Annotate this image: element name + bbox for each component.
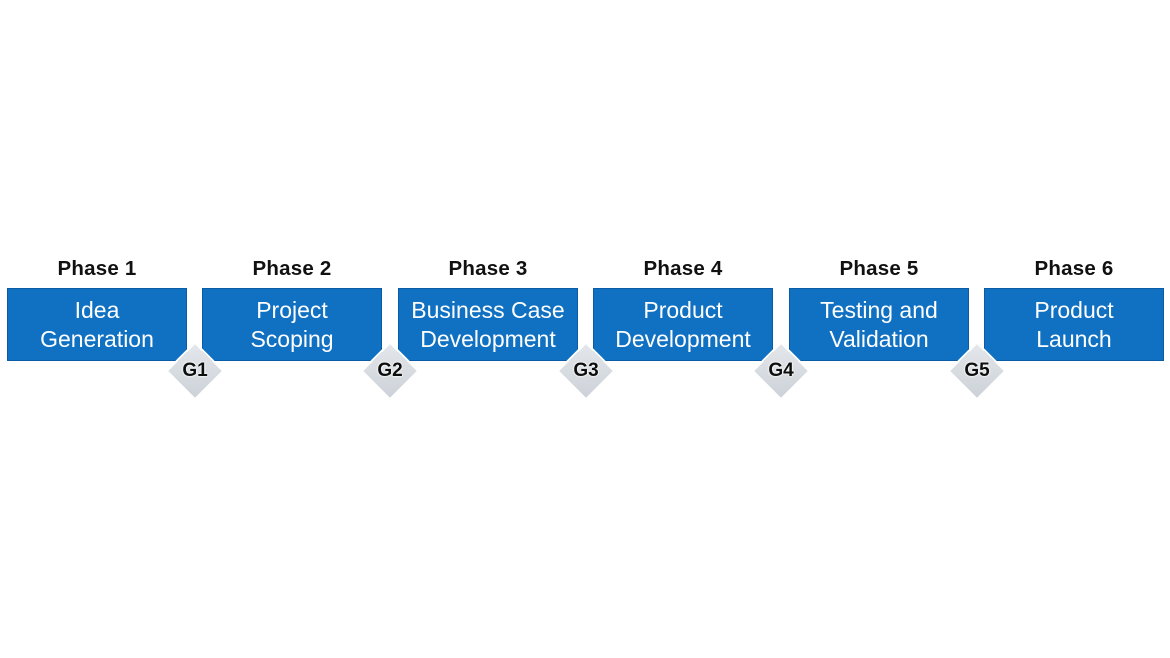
gate-g1-label: G1 — [182, 360, 208, 381]
gate-g1: G1 — [165, 341, 225, 401]
phase-2-title: Phase 2 — [252, 257, 332, 280]
phase-5-label: Testing and Validation — [820, 296, 938, 352]
phase-6-box: Product Launch — [984, 288, 1164, 361]
phase-1-title: Phase 1 — [57, 257, 137, 280]
gate-g2: G2 — [360, 341, 420, 401]
phase-2-label: Project Scoping — [250, 296, 334, 352]
gate-g3-label: G3 — [573, 360, 599, 381]
phase-4-box: Product Development — [593, 288, 773, 361]
gate-g4-label: G4 — [768, 360, 794, 381]
phase-1-box: Idea Generation — [7, 288, 187, 361]
phase-5: Phase 5 Testing and Validation — [789, 256, 969, 361]
phase-6-title: Phase 6 — [1034, 257, 1114, 280]
gate-g5-label: G5 — [964, 360, 990, 381]
phase-3-title: Phase 3 — [448, 257, 528, 280]
phase-1: Phase 1 Idea Generation — [7, 256, 187, 361]
gate-g5: G5 — [947, 341, 1007, 401]
phase-3-box: Business Case Development — [398, 288, 578, 361]
phase-3: Phase 3 Business Case Development — [398, 256, 578, 361]
gate-g4: G4 — [751, 341, 811, 401]
phase-2-box: Project Scoping — [202, 288, 382, 361]
phase-6: Phase 6 Product Launch — [984, 256, 1164, 361]
gate-g3: G3 — [556, 341, 616, 401]
gate-g2-label: G2 — [377, 360, 403, 381]
phase-5-title: Phase 5 — [839, 257, 919, 280]
phase-1-label: Idea Generation — [40, 296, 154, 352]
phase-2: Phase 2 Project Scoping — [202, 256, 382, 361]
phase-3-label: Business Case Development — [411, 296, 565, 352]
phase-4: Phase 4 Product Development — [593, 256, 773, 361]
phase-4-title: Phase 4 — [643, 257, 723, 280]
phase-4-label: Product Development — [615, 296, 751, 352]
phase-6-label: Product Launch — [1034, 296, 1114, 352]
phase-5-box: Testing and Validation — [789, 288, 969, 361]
